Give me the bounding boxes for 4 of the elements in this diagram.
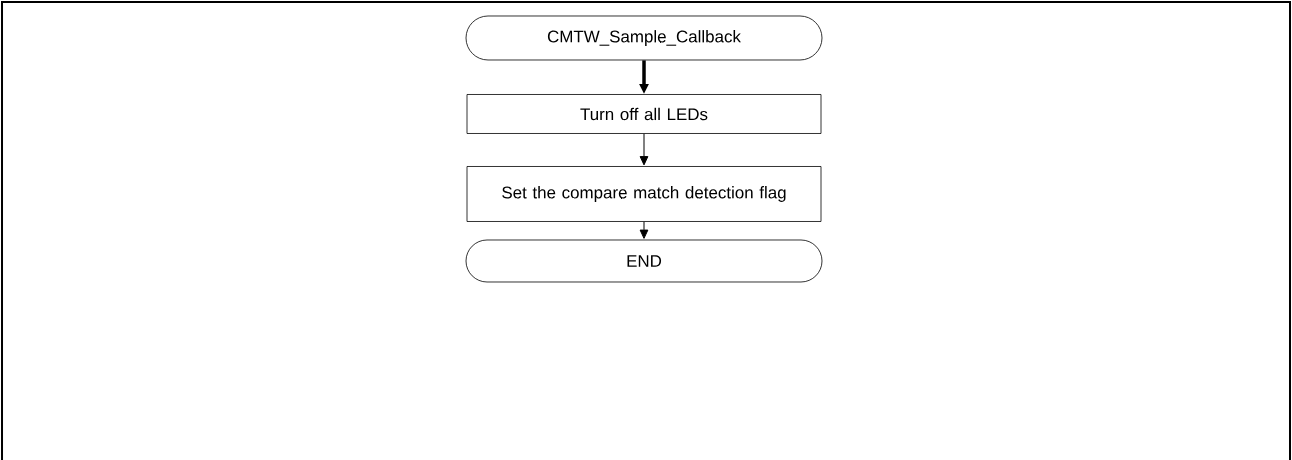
process-box: Set the compare match detection flag: [466, 166, 822, 222]
process-box: Turn off all LEDs: [466, 94, 822, 134]
arrow: [639, 133, 649, 166]
arrow: [639, 221, 649, 239]
